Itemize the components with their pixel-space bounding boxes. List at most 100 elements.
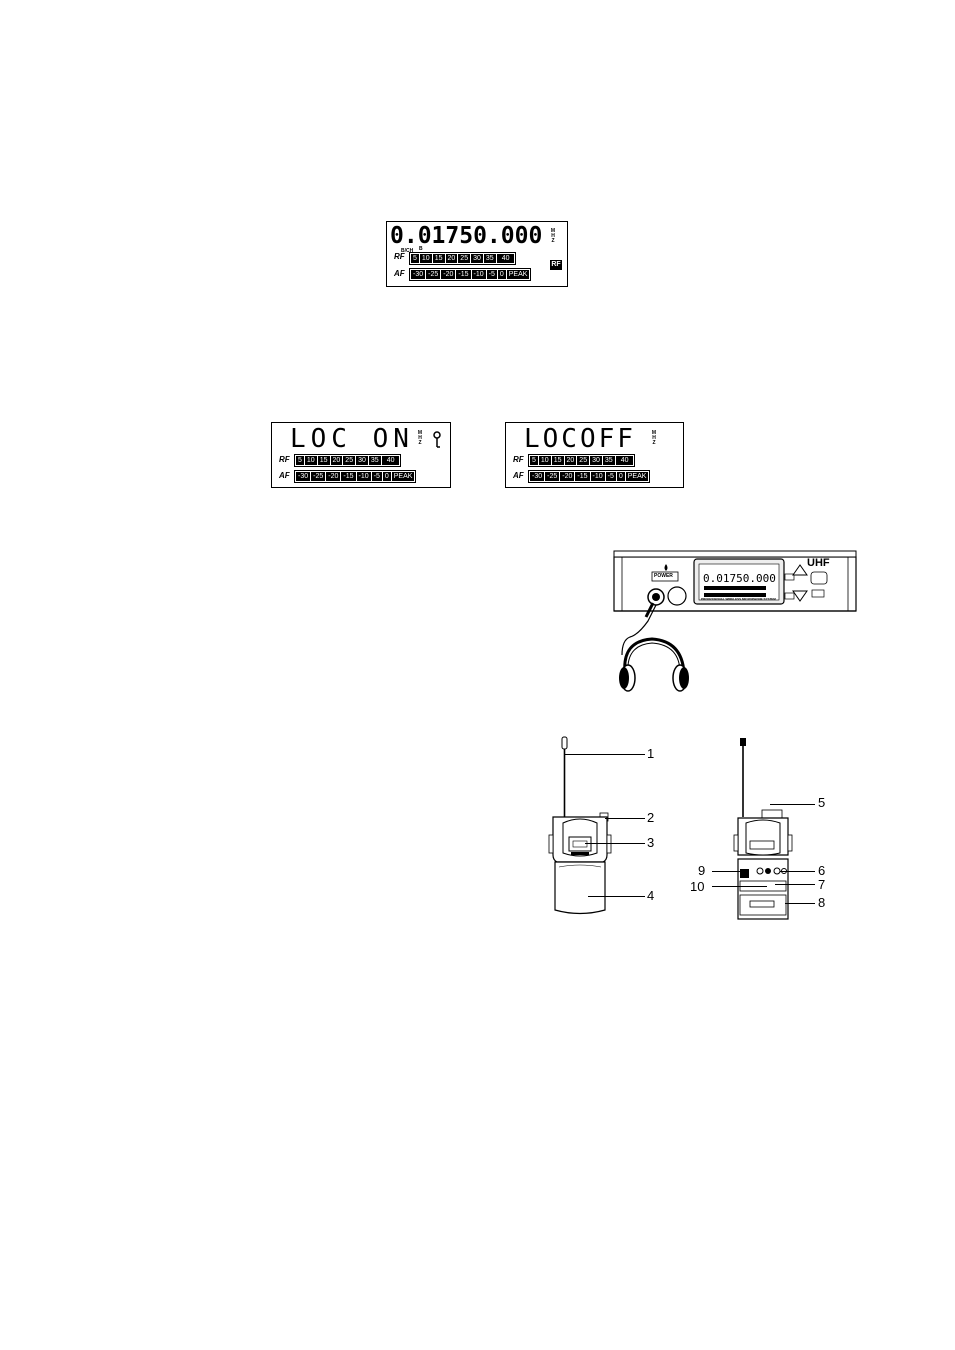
- rf-segment: 10: [419, 254, 432, 263]
- af-label: AF: [513, 471, 524, 480]
- rf-label: RF: [279, 455, 290, 464]
- callout-line: [588, 896, 645, 897]
- rf-segment: 10: [538, 456, 551, 465]
- rf-segment: 5: [530, 456, 538, 465]
- transmitter-back-illustration: [733, 738, 793, 920]
- rf-segment: 10: [304, 456, 317, 465]
- rf-meter: 5 10 15 20 25 30 35 40: [409, 252, 517, 265]
- callout-5: 5: [818, 795, 826, 810]
- rf-segment: 5: [296, 456, 304, 465]
- callout-line: [780, 871, 815, 872]
- callout-2: 2: [647, 810, 655, 825]
- callout-1: 1: [647, 746, 655, 761]
- callout-3: 3: [647, 835, 655, 850]
- rf-meter: 5 10 15 20 25 30 35 40: [294, 454, 402, 467]
- callout-line: [785, 903, 815, 904]
- callout-4: 4: [647, 888, 655, 903]
- rf-segment: 20: [564, 456, 577, 465]
- af-segment: -20: [326, 472, 341, 481]
- power-icon: [664, 564, 668, 571]
- callout-line: [712, 886, 767, 887]
- af-segment: -10: [356, 472, 371, 481]
- af-segment: PEAK: [391, 472, 415, 481]
- rf-segment: 30: [356, 456, 368, 465]
- battery-cover: [554, 861, 606, 915]
- callout-8: 8: [818, 895, 826, 910]
- callout-10: 10: [690, 879, 705, 894]
- bank-channel-label: B/CH: [401, 248, 414, 254]
- rf-segment: 35: [602, 456, 615, 465]
- af-segment: PEAK: [506, 270, 530, 279]
- callout-line: [605, 818, 645, 819]
- af-meter: -30 -25 -20 -15 -10 -5 0 PEAK: [409, 268, 532, 281]
- af-segment: -30: [411, 270, 426, 279]
- af-meter: -30 -25 -20 -15 -10 -5 0 PEAK: [294, 470, 417, 483]
- volume-knob: [667, 586, 687, 606]
- key-icon: [433, 431, 441, 448]
- af-segment: -25: [311, 472, 326, 481]
- af-segment: -30: [296, 472, 311, 481]
- lock-status-readout: LOCOFF: [524, 424, 636, 454]
- rf-segment: 40: [381, 456, 400, 465]
- receiver-headphones-illustration: [613, 550, 857, 692]
- af-segment: -5: [371, 472, 382, 481]
- af-segment: -5: [605, 472, 616, 481]
- af-segment: 0: [616, 472, 625, 481]
- callout-9: 9: [698, 863, 706, 878]
- rf-meter: 5 10 15 20 25 30 35 40: [528, 454, 636, 467]
- callout-line: [775, 884, 815, 885]
- rf-segment: 15: [317, 456, 330, 465]
- callout-6: 6: [818, 863, 826, 878]
- rf-segment: 30: [590, 456, 602, 465]
- frequency-readout: 0.01750.000: [390, 223, 543, 249]
- af-segment: -25: [545, 472, 560, 481]
- af-segment: -15: [575, 472, 590, 481]
- af-meter: -30 -25 -20 -15 -10 -5 0 PEAK: [528, 470, 651, 483]
- rf-label: RF: [513, 455, 524, 464]
- lock-status-readout: LOC ON: [290, 424, 414, 454]
- af-label: AF: [279, 471, 290, 480]
- rf-segment: 25: [577, 456, 590, 465]
- receiver-footer: PROFESSIONAL WIRELESS MICROPHONE SYSTEM: [701, 597, 776, 601]
- callout-line: [565, 754, 645, 755]
- receiver-frequency: 0.01750.000: [703, 572, 776, 585]
- rf-segment: 25: [343, 456, 356, 465]
- rf-segment: 35: [483, 254, 496, 263]
- rf-segment: 20: [330, 456, 343, 465]
- down-arrow-icon: [792, 590, 808, 602]
- power-label: POWER: [654, 573, 673, 579]
- rf-segment: 35: [368, 456, 381, 465]
- af-segment: -10: [590, 472, 605, 481]
- af-segment: -25: [426, 270, 441, 279]
- rf-segment: 30: [471, 254, 483, 263]
- rf-segment: 25: [458, 254, 471, 263]
- rf-segment: 40: [615, 456, 634, 465]
- af-segment: -15: [341, 472, 356, 481]
- af-segment: -5: [486, 270, 497, 279]
- af-segment: -20: [560, 472, 575, 481]
- af-label: AF: [394, 269, 405, 278]
- af-segment: 0: [382, 472, 391, 481]
- af-segment: -30: [530, 472, 545, 481]
- transmitter-front-illustration: [548, 736, 612, 915]
- af-segment: -15: [456, 270, 471, 279]
- rf-segment: 15: [551, 456, 564, 465]
- rf-indicator-icon: RF: [550, 260, 562, 270]
- callout-line: [770, 804, 815, 805]
- af-segment: -20: [441, 270, 456, 279]
- antenna: [561, 736, 568, 750]
- rf-segment: 20: [445, 254, 458, 263]
- receiver-brand: UHF: [807, 557, 830, 569]
- up-arrow-icon: [792, 564, 808, 576]
- af-segment: 0: [497, 270, 506, 279]
- callout-line: [712, 871, 744, 872]
- af-segment: PEAK: [625, 472, 649, 481]
- rf-segment: 40: [496, 254, 515, 263]
- bank-label: B: [419, 246, 423, 252]
